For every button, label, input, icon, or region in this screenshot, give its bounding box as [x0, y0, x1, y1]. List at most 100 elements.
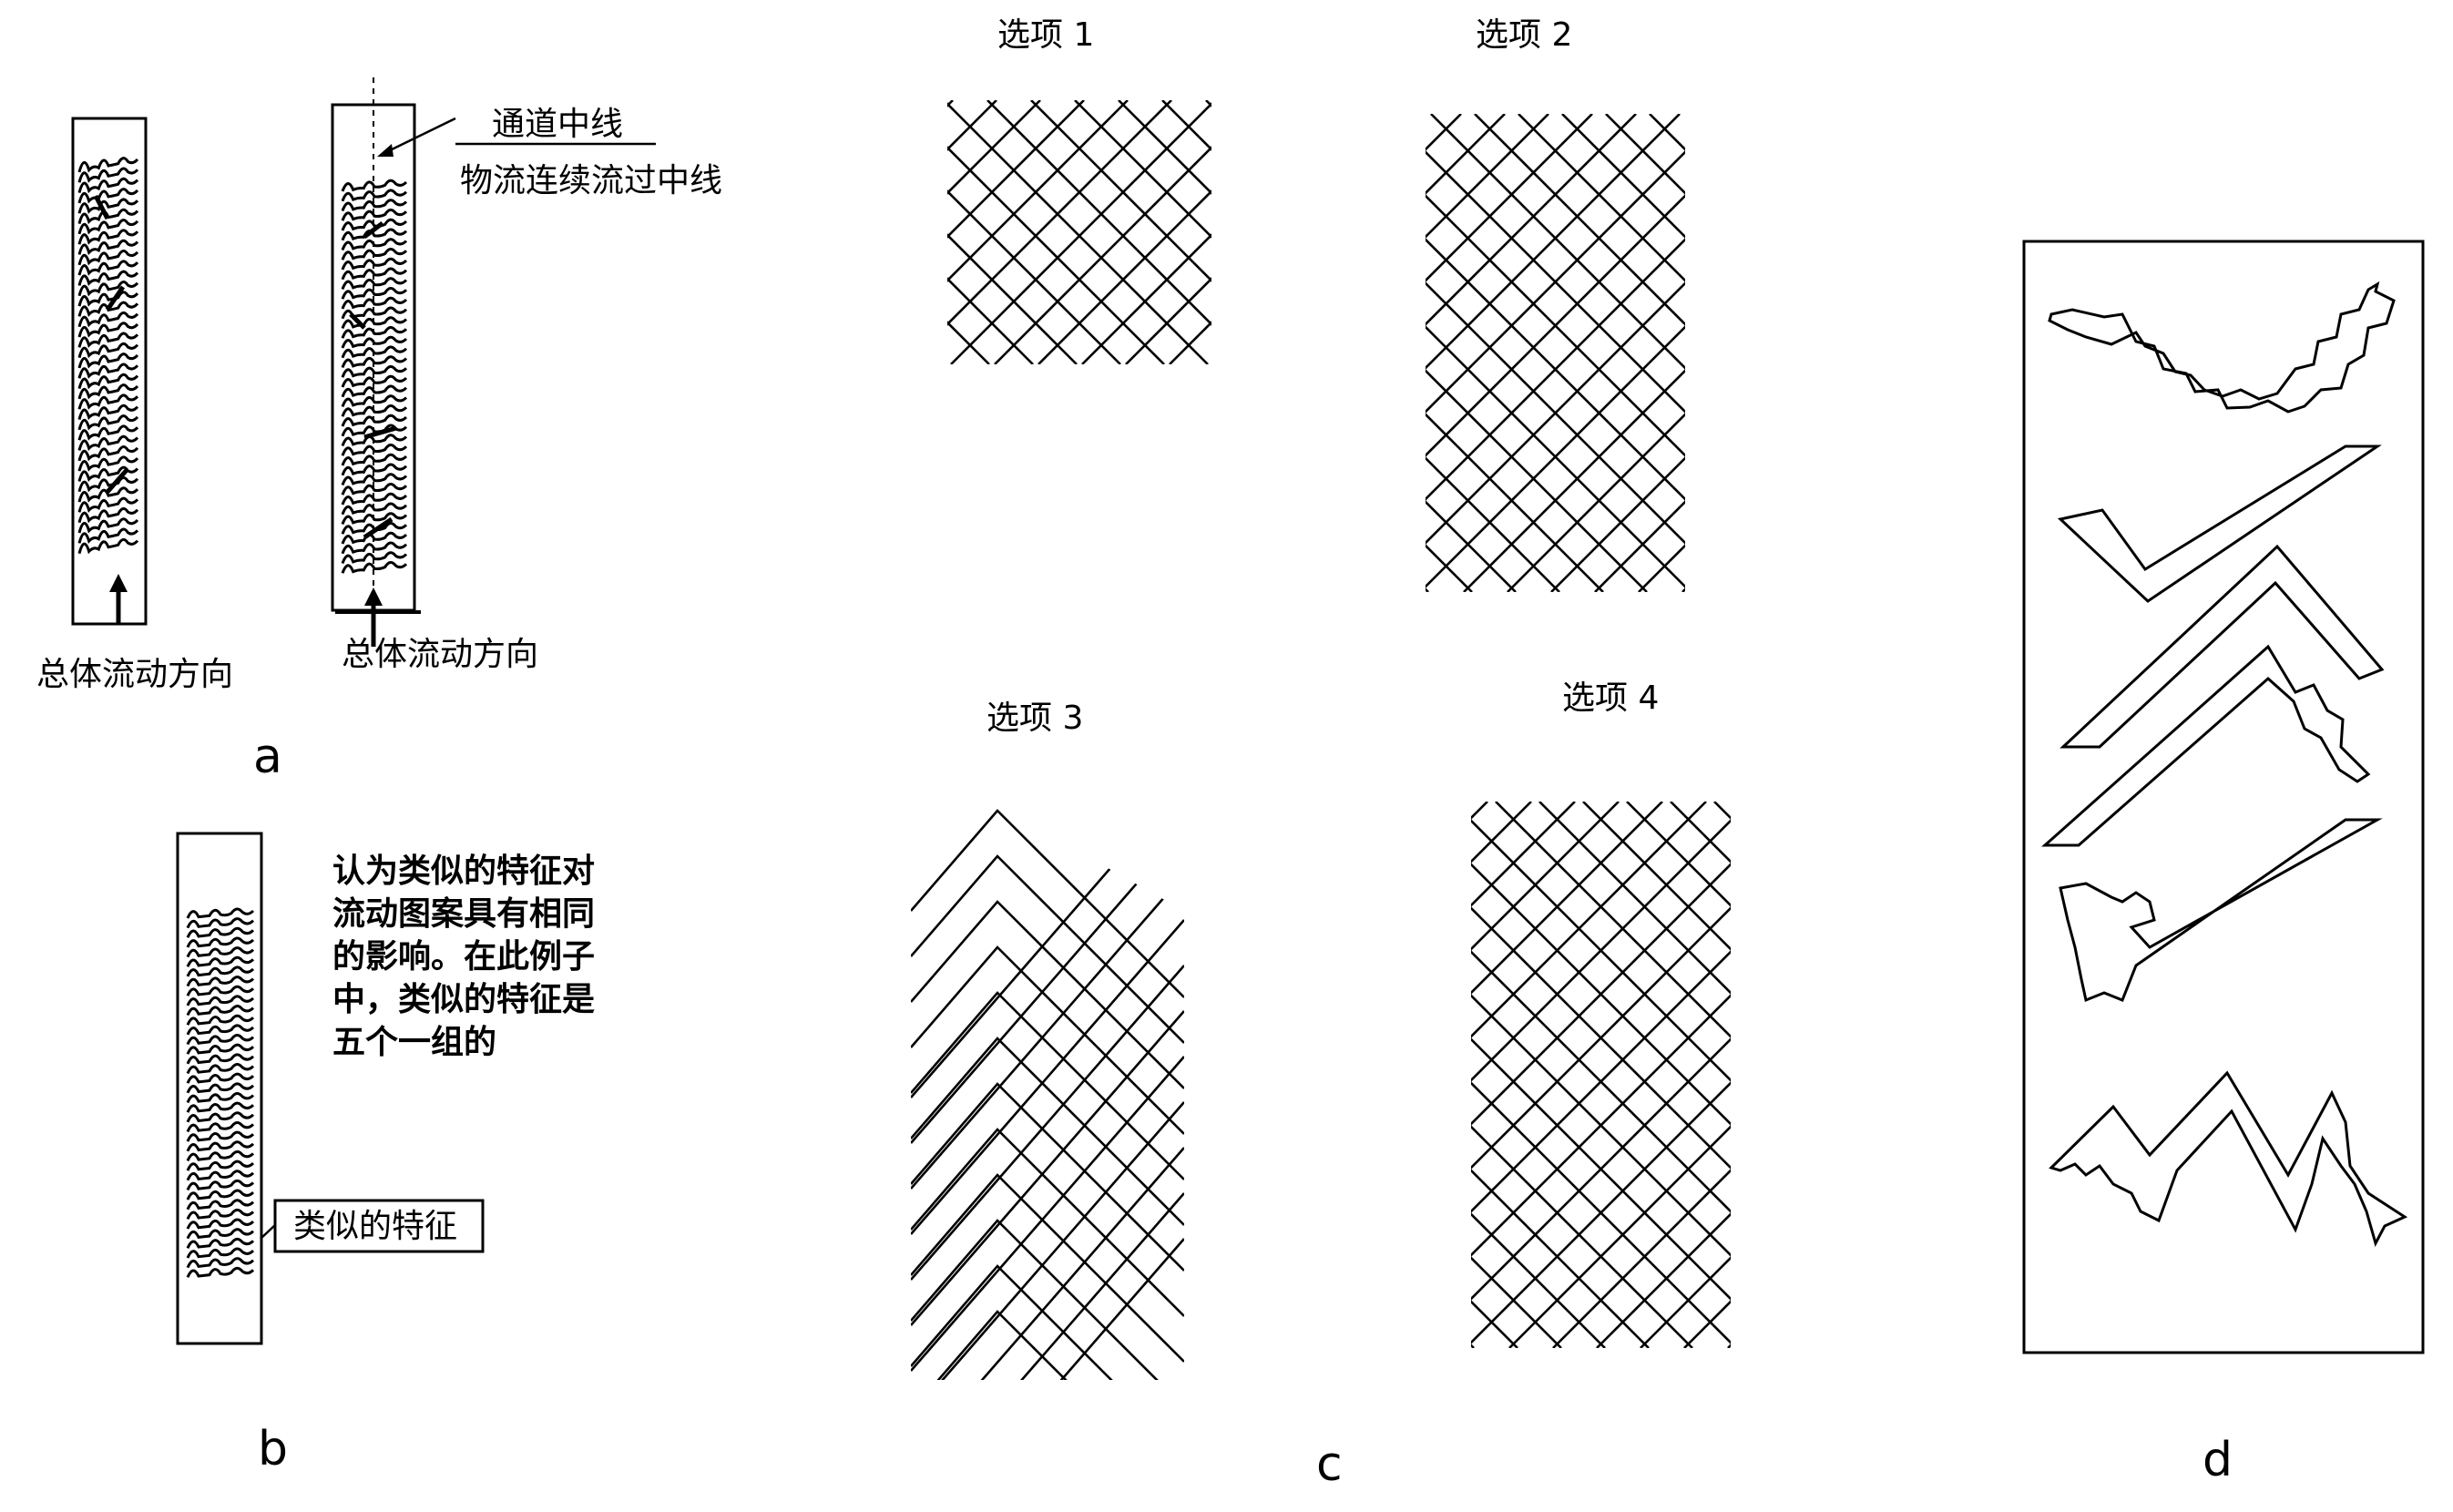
panel-b-description-line-3: 的影响。在此例子 — [332, 938, 595, 976]
lattice-line — [1901, 114, 2379, 592]
lattice-line — [709, 802, 1255, 1348]
serpentine-trace — [188, 1230, 253, 1239]
lattice-line — [601, 387, 865, 651]
lattice-line — [1300, 114, 1778, 592]
lattice-line — [864, 100, 1128, 364]
serpentine-trace — [188, 957, 253, 966]
lattice-line — [1334, 802, 1881, 1348]
lattice-line — [1857, 114, 2335, 592]
chevron-line — [911, 1084, 1184, 1271]
lattice-line — [1650, 114, 2128, 592]
option-1-label: 选项 1 — [997, 16, 1094, 54]
lattice-line — [813, 387, 1077, 651]
panel-a: 总体流动方向 总体流动方向 通道中线 物流连续流过中线 a — [36, 77, 722, 784]
panel-letter-a: a — [253, 730, 282, 784]
lattice-line — [1508, 114, 1986, 592]
option-4-pattern — [416, 802, 2453, 1348]
chevron-line — [911, 1266, 1184, 1453]
lattice-line — [1206, 387, 1470, 651]
serpentine-trace — [188, 1249, 253, 1258]
lattice-line — [1291, 802, 1837, 1348]
lattice-line — [1293, 387, 1558, 651]
lattice-line — [1190, 802, 1736, 1348]
lattice-line — [725, 387, 989, 651]
feature-mountain-band — [2051, 1073, 2405, 1243]
lattice-line — [1737, 114, 2215, 592]
chevron-line — [911, 1221, 1184, 1407]
lattice-line — [463, 387, 727, 651]
lattice-line — [769, 387, 1033, 651]
lattice-line — [1170, 100, 1434, 364]
lattice-line — [1378, 802, 1925, 1348]
lattice-line — [645, 100, 909, 364]
serpentine-trace — [342, 435, 406, 446]
serpentine-trace — [188, 1036, 253, 1045]
serpentine-trace — [188, 967, 253, 976]
lattice-line — [900, 100, 1164, 364]
lattice-line — [776, 387, 1040, 651]
serpentine-trace — [188, 1113, 253, 1122]
lattice-line — [1376, 114, 1855, 592]
lattice-line — [944, 387, 1208, 651]
serpentine-trace — [188, 948, 253, 957]
lattice-line — [951, 100, 1215, 364]
lattice-line — [1321, 802, 1867, 1348]
lattice-line — [419, 387, 683, 651]
lattice-line — [1551, 114, 2029, 592]
lattice-line — [1028, 802, 1575, 1348]
lattice-line — [426, 387, 690, 651]
panel-letter-b: b — [258, 1422, 288, 1476]
lattice-line — [635, 802, 1181, 1348]
lattice-line — [1868, 114, 2346, 592]
lattice-line — [985, 802, 1531, 1348]
lattice-line — [1162, 387, 1426, 651]
lattice-line — [813, 100, 1077, 364]
lattice-line — [1038, 100, 1303, 364]
lattice-line — [1464, 114, 1942, 592]
flow-direction-label-left: 总体流动方向 — [36, 656, 233, 693]
feature-key-strip — [2060, 820, 2377, 1000]
lattice-line — [1977, 802, 2453, 1348]
lattice-line — [1201, 114, 1680, 592]
lattice-line — [1102, 802, 1649, 1348]
serpentine-trace — [188, 1220, 253, 1229]
lattice-line — [679, 802, 1225, 1348]
lattice-line — [1682, 114, 2161, 592]
lattice-line — [681, 100, 945, 364]
lattice-line — [1597, 802, 2143, 1348]
lattice-line — [1583, 802, 2130, 1348]
lattice-line — [1956, 114, 2434, 592]
centerline-note: 物流连续流过中线 — [460, 162, 722, 199]
panel-b-description-line-5: 五个一组的 — [332, 1024, 496, 1061]
lattice-line — [863, 114, 1341, 592]
lattice-line — [1814, 114, 2292, 592]
serpentine-trace — [188, 1084, 253, 1093]
chevron-line — [911, 1129, 1184, 1316]
lattice-line — [1203, 802, 1750, 1348]
lattice-line — [1169, 114, 1647, 592]
cross-line — [911, 920, 1184, 1234]
panel-letter-c: c — [1316, 1437, 1343, 1492]
panel-b-description-line-1: 认为类似的特征对 — [332, 853, 595, 890]
lattice-line — [1072, 802, 1619, 1348]
serpentine-trace — [188, 938, 253, 947]
lattice-line — [677, 114, 1155, 592]
serpentine-trace — [188, 919, 253, 928]
lattice-line — [766, 802, 1313, 1348]
option-4-label: 选项 4 — [1562, 679, 1659, 717]
serpentine-trace — [79, 158, 138, 172]
lattice-line — [1947, 802, 2453, 1348]
feature-wavy-band — [2049, 284, 2394, 412]
lattice-line — [1889, 802, 2436, 1348]
lattice-line — [547, 802, 1094, 1348]
lattice-line — [856, 387, 1120, 651]
lattice-line — [764, 114, 1242, 592]
chevron-line — [911, 856, 1184, 1043]
lattice-line — [1233, 802, 1780, 1348]
chevron-line — [911, 947, 1184, 1134]
lattice-line — [769, 100, 1033, 364]
lattice-line — [1693, 114, 2172, 592]
lattice-line — [1333, 114, 1811, 592]
cross-line — [911, 1193, 1184, 1507]
